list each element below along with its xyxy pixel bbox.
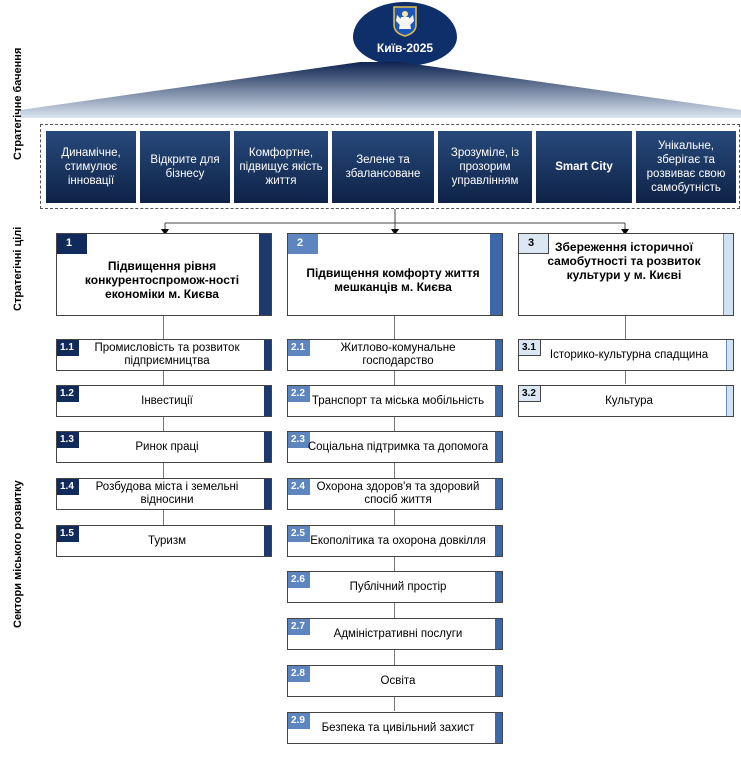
goal-2-number: 2: [288, 234, 318, 254]
sector-2-8: 2.8 Освіта: [287, 665, 503, 697]
sector-1-4-bar: [264, 479, 271, 509]
goal-3-bar: [723, 234, 733, 315]
sector-1-4: 1.4 Розбудова міста і земельні відносини: [56, 478, 272, 510]
sector-2-9-bar: [495, 713, 502, 743]
sector-3-2-number: 3.2: [519, 386, 541, 402]
sector-1-4-number: 1.4: [57, 479, 79, 495]
sector-2-5-label: Екополітика та охорона довкілля: [310, 534, 486, 547]
trunk-2: [394, 316, 395, 711]
vision-dynamic: Динамічне, стимулює інновації: [46, 131, 136, 203]
sector-2-7-bar: [495, 619, 502, 649]
sector-1-5-bar: [264, 526, 271, 556]
emblem-label: Київ-2025: [376, 41, 434, 55]
sector-2-4-number: 2.4: [288, 479, 310, 495]
sector-1-2-number: 1.2: [57, 386, 79, 402]
sector-2-5-bar: [495, 526, 502, 556]
side-label-vision: Стратегічне бачення: [12, 47, 24, 160]
sector-2-2-label: Транспорт та міська мобільність: [311, 394, 485, 407]
sector-2-2-bar: [495, 386, 502, 416]
vision-fan: [20, 62, 741, 118]
arrow-goal-1-icon: [161, 229, 169, 235]
sector-2-9: 2.9 Безпека та цивільний захист: [287, 712, 503, 744]
sector-3-2-bar: [726, 386, 733, 416]
sector-2-7-label: Адміністративні послуги: [333, 627, 463, 640]
sector-1-3-label: Ринок праці: [135, 440, 199, 453]
vision-unique: Унікальне, зберігає та розвиває свою сам…: [636, 131, 736, 203]
sector-1-1-label: Промисловість та розвиток підприємництва: [94, 342, 240, 367]
sector-2-2-number: 2.2: [288, 386, 310, 402]
sector-1-4-label: Розбудова міста і земельні відносини: [95, 481, 239, 506]
sector-2-6-label: Публічний простір: [349, 580, 447, 593]
sector-3-1-number: 3.1: [519, 340, 541, 356]
sector-3-1-label: Історико-культурна спадщина: [549, 348, 709, 361]
sector-2-4: 2.4 Охорона здоров'я та здоровий спосіб …: [287, 478, 503, 510]
sector-1-3-bar: [264, 432, 271, 462]
side-label-sectors: Сектори міського розвитку: [12, 480, 24, 628]
sector-1-3: 1.3 Ринок праці: [56, 431, 272, 463]
goal-3-card: 3 Збереження історичної самобутності та …: [518, 233, 734, 316]
goal-3-title: Збереження історичної самобутності та ро…: [547, 240, 701, 282]
sector-1-2-bar: [264, 386, 271, 416]
goal-1-card: 1 Підвищення рівня конкурентоспромож-нос…: [56, 233, 272, 316]
vision-smart-city: Smart City: [536, 131, 632, 203]
sector-1-1-number: 1.1: [57, 340, 79, 356]
sector-2-4-label: Охорона здоров'я та здоровий спосіб житт…: [316, 481, 480, 506]
sector-1-1-bar: [264, 340, 271, 370]
arrow-goal-3-icon: [621, 229, 629, 235]
sector-2-9-number: 2.9: [288, 713, 310, 729]
sector-2-3-number: 2.3: [288, 432, 310, 448]
arrow-goal-2-icon: [391, 229, 399, 235]
sector-2-5-number: 2.5: [288, 526, 310, 542]
sector-3-1-bar: [726, 340, 733, 370]
goal-1-title: Підвищення рівня конкурентоспромож-ності…: [84, 258, 240, 301]
sector-1-5: 1.5 Туризм: [56, 525, 272, 557]
sector-2-4-bar: [495, 479, 502, 509]
sector-2-1: 2.1 Житлово-комунальне господарство: [287, 339, 503, 371]
sector-2-3-bar: [495, 432, 502, 462]
sector-2-3: 2.3 Соціальна підтримка та допомога: [287, 431, 503, 463]
goal-connectors: [161, 209, 629, 235]
sector-2-7-number: 2.7: [288, 619, 310, 635]
sector-2-3-label: Соціальна підтримка та допомога: [307, 440, 489, 453]
sector-2-8-label: Освіта: [380, 674, 416, 687]
vision-green: Зелене та збалансоване: [332, 131, 434, 203]
sector-2-9-label: Безпека та цивільний захист: [321, 721, 475, 734]
sector-3-1: 3.1 Історико-культурна спадщина: [518, 339, 734, 371]
goal-2-bar: [490, 234, 502, 315]
vision-comfortable: Комфортне, підвищує якість життя: [234, 131, 328, 203]
sector-2-8-number: 2.8: [288, 666, 310, 682]
sector-2-7: 2.7 Адміністративні послуги: [287, 618, 503, 650]
goal-2-card: 2 Підвищення комфорту життя мешканців м.…: [287, 233, 503, 316]
sector-2-6-bar: [495, 572, 502, 602]
sector-2-1-number: 2.1: [288, 340, 310, 356]
sector-1-5-number: 1.5: [57, 526, 79, 542]
kyiv-coat-of-arms-icon: [393, 6, 417, 37]
goal-2-title: Підвищення комфорту життя мешканців м. К…: [306, 265, 480, 294]
vision-frame: [40, 124, 740, 209]
trunk-1: [163, 316, 164, 528]
goal-1-bar: [259, 234, 271, 315]
sector-1-2-label: Інвестиції: [141, 394, 193, 407]
sector-2-1-bar: [495, 340, 502, 370]
sector-2-6: 2.6 Публічний простір: [287, 571, 503, 603]
vision-transparent: Зрозуміле, із прозорим управлінням: [438, 131, 532, 203]
sector-2-5: 2.5 Екополітика та охорона довкілля: [287, 525, 503, 557]
goal-3-number: 3: [519, 234, 549, 254]
sector-2-1-label: Житлово-комунальне господарство: [340, 342, 456, 367]
sector-1-3-number: 1.3: [57, 432, 79, 448]
goal-1-number: 1: [57, 234, 87, 254]
sector-3-2-label: Культура: [605, 394, 653, 407]
vision-open: Відкрите для бізнесу: [140, 131, 230, 203]
kyiv-emblem: Київ-2025: [353, 2, 457, 66]
sector-1-5-label: Туризм: [148, 534, 186, 547]
sector-3-2: 3.2 Культура: [518, 385, 734, 417]
sector-1-2: 1.2 Інвестиції: [56, 385, 272, 417]
sector-1-1: 1.1 Промисловість та розвиток підприємни…: [56, 339, 272, 371]
sector-2-6-number: 2.6: [288, 572, 310, 588]
sector-2-2: 2.2 Транспорт та міська мобільність: [287, 385, 503, 417]
sector-2-8-bar: [495, 666, 502, 696]
